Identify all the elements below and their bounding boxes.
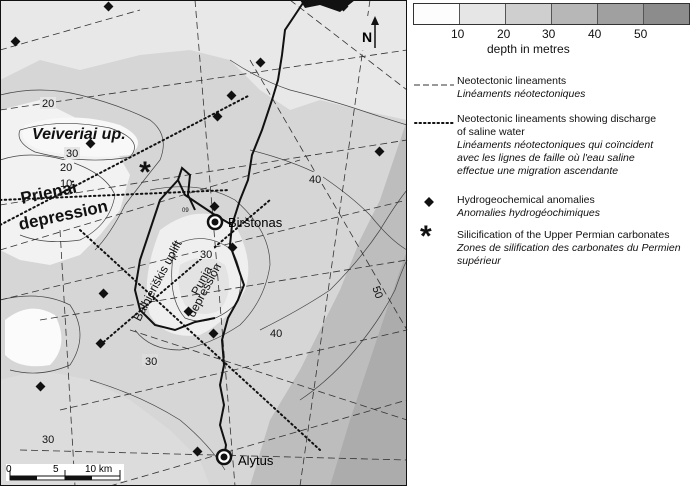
small-label: 09 xyxy=(182,208,189,214)
legend-item-anomalies: Hydrogeochemical anomalies Anomalies hyd… xyxy=(457,194,600,220)
anomaly-diamond xyxy=(192,446,203,457)
birstonas-label: Birštonas xyxy=(228,215,283,230)
legend-item-silicification: Silicification of the Upper Permian carb… xyxy=(457,229,681,268)
depth-zone-darker xyxy=(330,250,407,486)
town-alytus: Alytus xyxy=(215,448,274,468)
anomaly-diamond xyxy=(226,90,237,101)
scale-bar: 0 5 10 km xyxy=(6,464,124,481)
depth-zone-veiveriai xyxy=(22,117,139,157)
contour-label: 30 xyxy=(145,356,157,368)
ramp-title: depth in metres xyxy=(487,42,570,56)
legend-dotted-line-icon xyxy=(414,122,454,124)
legend-en: Silicification of the Upper Permian carb… xyxy=(457,229,670,241)
anomaly-diamond xyxy=(212,111,223,122)
ramp-value: 40 xyxy=(588,27,602,41)
ramp-swatch xyxy=(644,4,689,24)
contour-label: 20 xyxy=(60,162,72,174)
depth-ramp xyxy=(413,3,690,25)
legend-item-saline: Neotectonic lineaments showing discharge… xyxy=(457,113,656,178)
ramp-swatch xyxy=(460,4,506,24)
legend-en-2: of saline water xyxy=(457,126,525,138)
legend-en: Hydrogeochemical anomalies xyxy=(457,194,595,206)
contour-label: 30 xyxy=(200,249,212,261)
contour-label-group: 20 30 20 10 40 30 30 40 50 30 xyxy=(40,97,385,446)
north-arrow-icon: N xyxy=(360,16,380,50)
contour-label: 40 xyxy=(309,174,321,186)
legend-fr-2: avec les lignes de faille où l'eau salin… xyxy=(457,152,635,164)
contour-label: 10 xyxy=(60,178,72,190)
north-label: N xyxy=(362,29,372,45)
anomaly-diamond xyxy=(208,328,219,339)
contour-label: 40 xyxy=(270,328,282,340)
depth-zone-southwest xyxy=(5,308,62,367)
legend-en: Neotectonic lineaments xyxy=(457,75,567,87)
legend-diamond-icon xyxy=(424,197,434,207)
legend-item-lineaments: Neotectonic lineaments Linéaments néotec… xyxy=(457,75,585,101)
ramp-swatch xyxy=(598,4,644,24)
anomaly-diamond xyxy=(183,306,194,317)
alytus-label: Alytus xyxy=(238,453,274,468)
depth-zone-north xyxy=(0,0,407,120)
legend-fr: Zones de silification des carbonates du … xyxy=(457,242,681,254)
anomaly-diamond xyxy=(209,201,220,212)
contour-label: 50 xyxy=(369,285,384,301)
anomaly-diamond xyxy=(10,36,21,47)
depth-zone-punia xyxy=(178,257,229,314)
scale-tick: 10 km xyxy=(85,464,112,475)
contour-label: 20 xyxy=(42,98,54,110)
legend-fr: Linéaments néotectoniques qui coïncident xyxy=(457,139,654,151)
ramp-value: 30 xyxy=(542,27,556,41)
silicification-asterisk-icon: * xyxy=(139,156,151,189)
depth-zone-south xyxy=(0,370,210,486)
legend-fr-2: supérieur xyxy=(457,255,501,267)
ramp-value: 50 xyxy=(634,27,648,41)
saline-discharge-lineaments xyxy=(0,94,321,451)
contour-label: 30 xyxy=(66,148,78,160)
anomaly-diamond xyxy=(85,138,96,149)
legend-fr-3: effectue une migration ascendante xyxy=(457,165,619,177)
ramp-swatch xyxy=(552,4,598,24)
legend-dashed-line-icon xyxy=(414,84,454,86)
veiveriai-uplift-label: Veiveriai up. xyxy=(32,126,126,143)
river-nemunas xyxy=(133,0,306,461)
legend-fr: Linéaments néotectoniques xyxy=(457,88,586,100)
ramp-value: 20 xyxy=(497,27,511,41)
ramp-value: 10 xyxy=(451,27,465,41)
ramp-swatch xyxy=(414,4,460,24)
legend-fr: Anomalies hydrogéochimiques xyxy=(457,207,600,219)
town-birstonas: Birštonas xyxy=(206,213,283,231)
anomaly-diamond xyxy=(374,146,385,157)
scale-tick: 0 xyxy=(6,464,12,475)
river-top xyxy=(270,0,355,12)
legend-en: Neotectonic lineaments showing discharge xyxy=(457,113,657,125)
ramp-swatch xyxy=(506,4,552,24)
anomaly-diamond xyxy=(227,242,238,253)
contour-label: 30 xyxy=(42,434,54,446)
scale-tick: 5 xyxy=(53,464,59,475)
legend-asterisk-icon: * xyxy=(420,220,432,253)
